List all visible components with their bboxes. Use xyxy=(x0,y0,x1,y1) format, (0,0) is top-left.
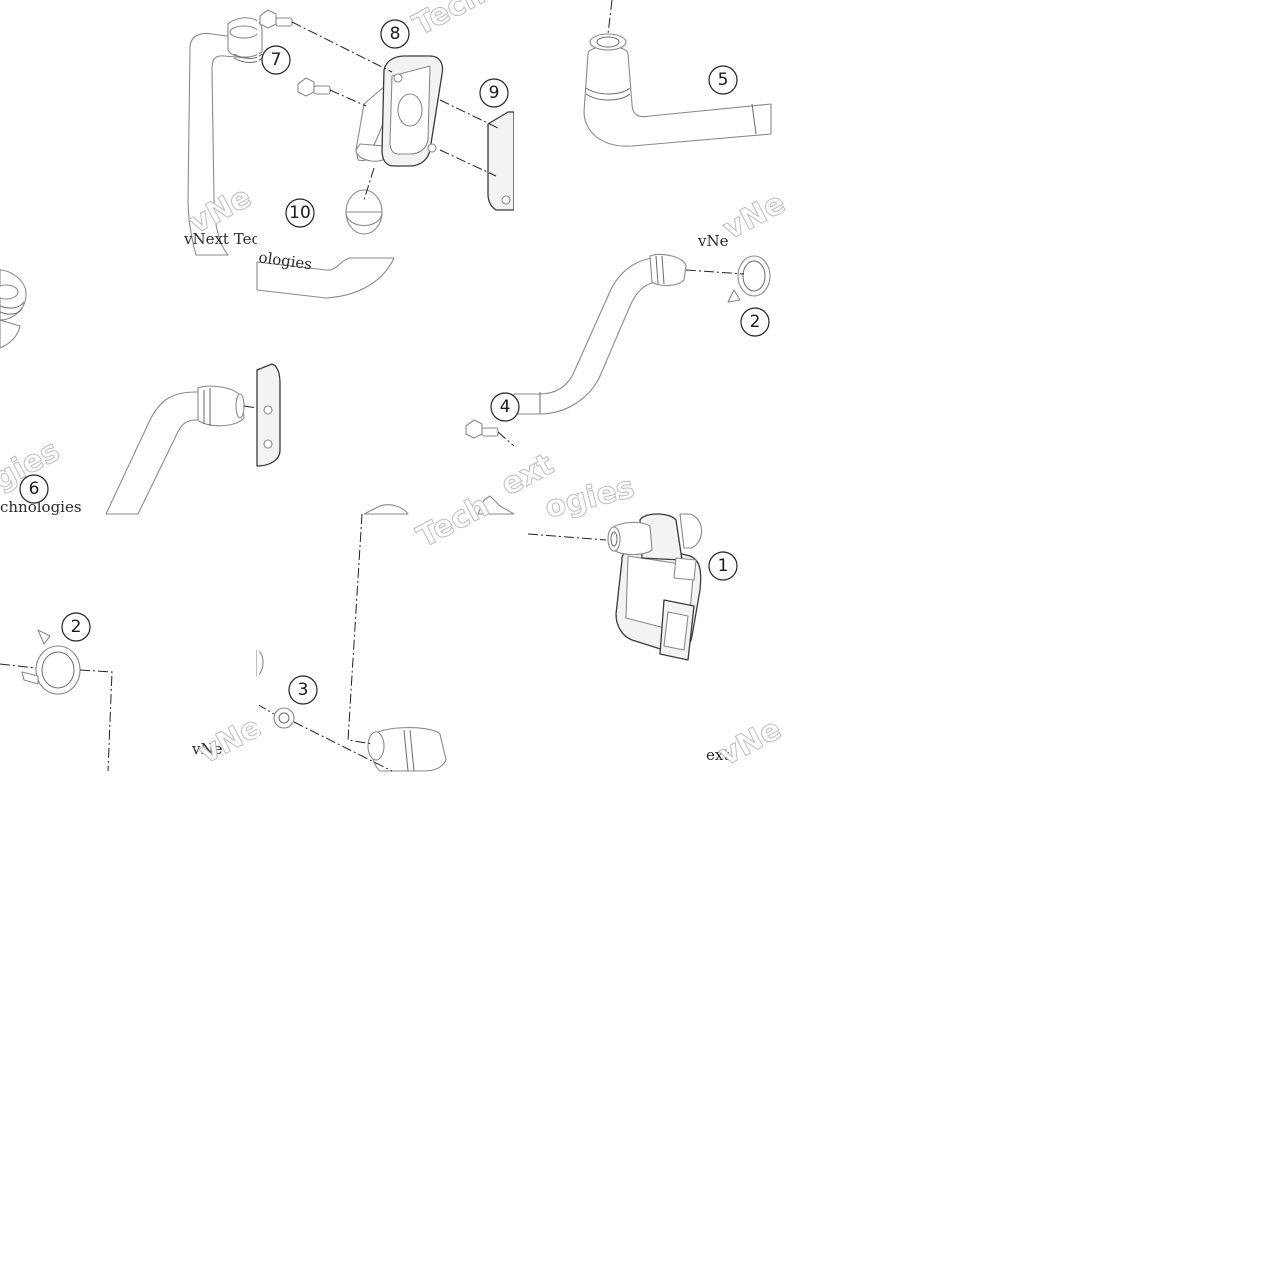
leader-line xyxy=(607,0,613,35)
hose-bottom-middle xyxy=(256,257,395,299)
svg-text:8: 8 xyxy=(390,24,401,44)
coolant-hose-5 xyxy=(583,33,772,147)
watermark-fragment: chnologies xyxy=(0,498,82,516)
leader-line xyxy=(293,721,393,772)
coolant-hose-upper-right xyxy=(513,253,687,415)
leader-line xyxy=(527,533,607,541)
callout-2: 2 xyxy=(61,612,91,642)
bracket-right xyxy=(487,111,515,211)
callout-10: 10 xyxy=(285,198,315,228)
bolt-8 xyxy=(297,77,331,97)
callout-9: 9 xyxy=(479,78,509,108)
hose-connector-lower xyxy=(367,727,447,772)
svg-text:3: 3 xyxy=(298,680,309,700)
svg-text:7: 7 xyxy=(271,50,282,70)
bracket-center xyxy=(256,363,281,467)
leader-line xyxy=(79,669,113,772)
watermark-fragment: ext xyxy=(706,746,729,764)
callout-7: 7 xyxy=(261,45,291,75)
watermark-fragment: Techno xyxy=(407,0,528,43)
svg-text:6: 6 xyxy=(29,479,40,499)
watermark-fragment: vNe xyxy=(193,710,267,771)
tile-seam xyxy=(514,514,516,594)
svg-text:4: 4 xyxy=(500,397,511,417)
callout-1: 1 xyxy=(708,551,738,581)
callout-3: 3 xyxy=(288,675,318,705)
leader-line xyxy=(291,21,393,73)
watermark-fragment: vNe xyxy=(191,740,223,758)
clamp-2-upper xyxy=(727,255,771,303)
svg-text:2: 2 xyxy=(750,312,761,332)
clamp-2-lower xyxy=(21,629,81,695)
leader-line xyxy=(347,513,373,745)
tile-seam xyxy=(514,0,516,257)
callout-8: 8 xyxy=(380,19,410,49)
leader-line xyxy=(363,167,375,201)
leader-line xyxy=(243,405,258,409)
svg-text:10: 10 xyxy=(289,203,311,223)
bolt-7 xyxy=(259,9,293,29)
svg-text:5: 5 xyxy=(718,70,729,90)
leader-line xyxy=(439,99,499,129)
bolt-4 xyxy=(465,419,499,439)
svg-text:9: 9 xyxy=(489,83,500,103)
leader-line xyxy=(685,269,745,275)
watermark-fragment: vNe xyxy=(717,186,791,247)
callout-5: 5 xyxy=(708,65,738,95)
callout-6: 6 xyxy=(19,474,49,504)
watermark-fragment: vNe xyxy=(697,232,729,250)
svg-text:2: 2 xyxy=(71,617,82,637)
hose-end-upper xyxy=(363,495,515,515)
cap-10 xyxy=(345,189,383,235)
watermark-fragment: Tech xyxy=(411,488,495,555)
watermark-fragment: vNe xyxy=(713,712,787,773)
coolant-hose-elbow xyxy=(187,17,263,256)
filler-neck-assembly xyxy=(355,55,444,167)
coolant-hose-6 xyxy=(105,385,245,515)
watermark-fragment: vNext Tec xyxy=(183,230,260,248)
callout-4: 4 xyxy=(490,392,520,422)
leader-line xyxy=(497,431,515,447)
callout-2: 2 xyxy=(740,307,770,337)
grommet xyxy=(0,269,27,349)
coolant-valve-1 xyxy=(607,513,703,661)
leader-line xyxy=(256,703,275,715)
svg-text:1: 1 xyxy=(718,556,729,576)
leader-line xyxy=(0,663,37,669)
washer-3 xyxy=(273,707,295,729)
tile-seam xyxy=(257,0,259,257)
tile-seam xyxy=(257,514,259,771)
leader-line xyxy=(329,89,367,107)
